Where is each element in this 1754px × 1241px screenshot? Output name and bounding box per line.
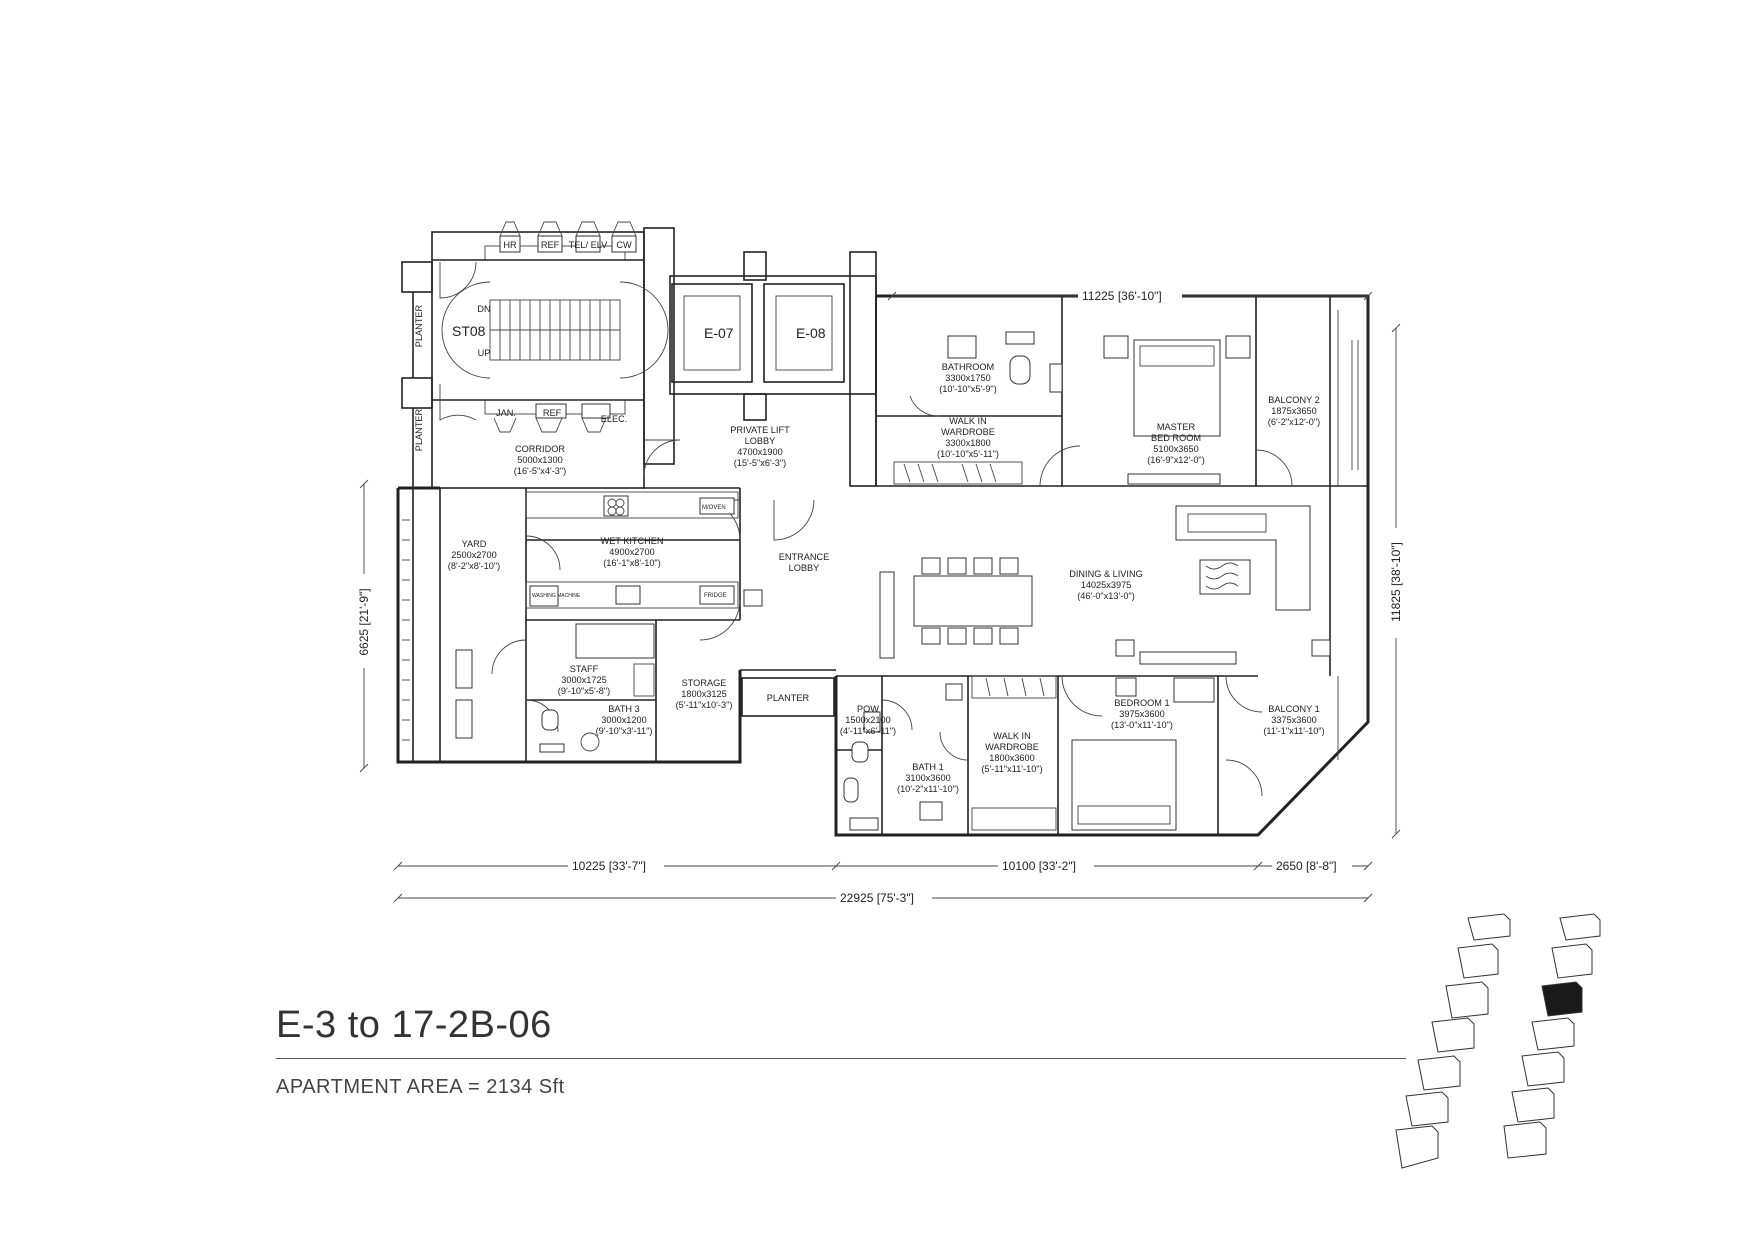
dimensions: 11225 [36'-10"] 11825 [38'-10"] 6625 [21… (357, 288, 1403, 906)
wardrobe-1-imperial: (5'-11"x11'-10") (981, 764, 1042, 774)
core-shafts (493, 221, 637, 433)
wardrobe-1-size: 1800x3600 (989, 753, 1034, 763)
dim-bottom-a: 10225 [33'-7"] (572, 859, 646, 873)
wardrobe-1-label-2: WARDROBE (985, 742, 1039, 752)
yard-label: YARD (462, 539, 487, 549)
wet-kitchen-imperial: (16'-1"x8'-10") (603, 558, 661, 568)
lift-e07-label: E-07 (704, 325, 734, 341)
bath-3-size: 3000x1200 (601, 715, 646, 725)
master-bedroom-label-2: BED ROOM (1151, 433, 1201, 443)
balcony-1-size: 3375x3600 (1271, 715, 1316, 725)
door-swings (439, 261, 1293, 797)
wardrobe-master-label-2: WARDROBE (941, 427, 995, 437)
fridge-label: FRIDGE (704, 593, 727, 599)
bathroom-size: 3300x1750 (945, 373, 990, 383)
master-bedroom-imperial: (16'-9"x12'-0") (1147, 455, 1205, 465)
wet-kitchen-label: WET KITCHEN (600, 536, 663, 546)
balcony-2-imperial: (6'-2"x12'-0") (1268, 417, 1320, 427)
balcony-1-imperial: (11'-1"x11'-10") (1263, 726, 1324, 736)
core-labels: ST08 DN UP E-07 E-08 PLANTER PLANTER HR … (414, 240, 826, 451)
pow-size: 1500x2100 (845, 715, 890, 725)
bath-1-label: BATH 1 (912, 762, 943, 772)
planter-core-label-1: PLANTER (414, 304, 424, 347)
dining-living-size: 14025x3975 (1081, 580, 1132, 590)
corridor-size: 5000x1300 (517, 455, 562, 465)
dim-bottom-b: 10100 [33'-2"] (1002, 859, 1076, 873)
shaft-ref-label: REF (541, 240, 560, 250)
shaft-ref-bottom-label: REF (543, 408, 562, 418)
yard-louvres (402, 519, 410, 741)
dim-left: 6625 [21'-9"] (357, 588, 371, 655)
bedroom-1-label: BEDROOM 1 (1114, 698, 1169, 708)
shaft-cw-label: CW (616, 240, 632, 250)
lift-lobby-imperial: (15'-5"x6'-3") (734, 458, 786, 468)
yard-imperial: (8'-2"x8'-10") (448, 561, 500, 571)
furniture (402, 331, 1359, 831)
bathroom-imperial: (10'-10"x5'-9") (939, 384, 997, 394)
pow-imperial: (4'-11"x6'-11") (840, 726, 896, 736)
wet-kitchen-size: 4900x2700 (609, 547, 654, 557)
corridor-imperial: (16'-5"x4'-3") (514, 466, 566, 476)
bathroom-label: BATHROOM (942, 362, 994, 372)
key-plan (1395, 913, 1601, 1169)
lift-lobby-label-1: PRIVATE LIFT (730, 425, 790, 435)
stair-up-label: UP (478, 348, 491, 358)
dining-living-imperial: (46'-0"x13'-0") (1077, 591, 1135, 601)
balcony-2-label: BALCONY 2 (1268, 395, 1319, 405)
bath-1-size: 3100x3600 (905, 773, 950, 783)
corridor-label: CORRIDOR (515, 444, 565, 454)
entrance-lobby-label-2: LOBBY (789, 563, 820, 573)
wardrobe-master-imperial: (10'-10"x5'-11") (937, 449, 999, 459)
stair-dn-label: DN (477, 304, 490, 314)
stair-label: ST08 (452, 323, 486, 339)
entrance-lobby-label-1: ENTRANCE (779, 552, 830, 562)
planter-core-label-2: PLANTER (414, 408, 424, 451)
washer-label: WASHING MACHINE (532, 593, 581, 599)
storage-label: STORAGE (682, 678, 727, 688)
bath-3-label: BATH 3 (608, 704, 639, 714)
oven-label: M/OVEN (702, 505, 726, 511)
bedroom-1-size: 3975x3600 (1119, 709, 1164, 719)
dining-living-label: DINING & LIVING (1069, 569, 1143, 579)
lift-lobby-size: 4700x1900 (737, 447, 782, 457)
shaft-elec-label: ELEC. (601, 414, 628, 424)
wardrobe-master-label-1: WALK IN (949, 416, 986, 426)
stair-treads (441, 281, 669, 379)
bedroom-1-imperial: (13'-0"x11'-10") (1111, 720, 1173, 730)
shaft-jan-label: JAN. (496, 408, 516, 418)
balcony-1-label: BALCONY 1 (1268, 704, 1319, 714)
master-bedroom-label-1: MASTER (1157, 422, 1196, 432)
title-divider (276, 1058, 1406, 1059)
wardrobe-master-size: 3300x1800 (945, 438, 990, 448)
unit-title: E-3 to 17-2B-06 (276, 1004, 552, 1046)
staff-size: 3000x1725 (561, 675, 606, 685)
balcony-2-size: 1875x3650 (1271, 406, 1316, 416)
wardrobe-rails (893, 461, 1057, 831)
wardrobe-1-label-1: WALK IN (993, 731, 1030, 741)
master-bedroom-size: 5100x3650 (1153, 444, 1198, 454)
dim-bottom-total: 22925 [75'-3"] (840, 891, 914, 905)
dim-bottom-c: 2650 [8'-8"] (1276, 859, 1337, 873)
apartment-area: APARTMENT AREA = 2134 Sft (276, 1076, 565, 1098)
lift-lobby-label-2: LOBBY (745, 436, 776, 446)
storage-size: 1800x3125 (681, 689, 726, 699)
lift-e08-label: E-08 (796, 325, 826, 341)
bath-1-imperial: (10'-2"x11'-10") (897, 784, 959, 794)
interior-walls (432, 245, 1339, 835)
staff-label: STAFF (570, 664, 599, 674)
staff-imperial: (9'-10"x5'-8") (558, 686, 610, 696)
planter-south-label: PLANTER (767, 693, 810, 703)
room-labels: CORRIDOR 5000x1300 (16'-5"x4'-3") PRIVAT… (448, 362, 1325, 794)
yard-size: 2500x2700 (451, 550, 496, 560)
bath-3-imperial: (9'-10"x3'-11") (596, 726, 653, 736)
dim-top: 11225 [36'-10"] (1082, 289, 1162, 303)
shaft-tel-label: TEL/ ELV (569, 240, 609, 250)
key-plan-highlight (1541, 981, 1583, 1017)
dim-right: 11825 [38'-10"] (1389, 542, 1403, 622)
pow-label: POW (857, 704, 879, 714)
fixture-labels: M/OVEN FRIDGE WASHING MACHINE (532, 505, 727, 599)
shaft-hr-label: HR (503, 240, 517, 250)
storage-imperial: (5'-11"x10'-3") (676, 700, 733, 710)
